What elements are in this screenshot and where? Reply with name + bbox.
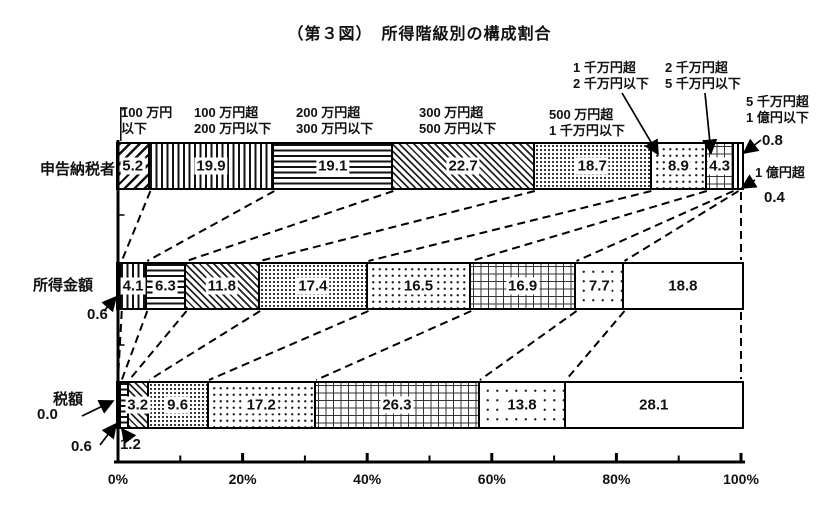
- segment-value-label: 19.9: [194, 157, 228, 175]
- bar-segment: 16.5: [368, 264, 471, 308]
- class-label-2m-3m: 200 万円超 300 万円以下: [296, 105, 373, 137]
- segment-value-label: 4.1: [120, 277, 146, 295]
- class-label-line1: 300 万円超: [419, 105, 484, 120]
- value-label-tax-0.6: 0.6: [71, 438, 92, 455]
- class-label-line2: 以下: [121, 121, 148, 136]
- segment-value-label: 26.3: [380, 396, 414, 414]
- row-label-tax-amount: 税額: [52, 391, 83, 408]
- x-tick-label: 80%: [602, 471, 631, 487]
- class-label-10m-20m: 1 千万円超 2 千万円以下: [573, 60, 649, 92]
- bar-segment: 28.1: [566, 383, 742, 427]
- class-label-line2: 5 千万円以下: [665, 76, 741, 91]
- class-label-line1: 100 万円超: [194, 105, 259, 120]
- x-tick-label: 40%: [353, 471, 382, 487]
- bar-segment: 8.9: [651, 144, 708, 188]
- class-label-line2: 1 千万円以下: [549, 123, 625, 138]
- class-label-line1: 500 万円超: [549, 107, 614, 122]
- stacked-bar-tax-amount: 3.2 9.6 17.2 26.3 13.8 28.1: [115, 381, 744, 429]
- segment-value-label: 9.6: [165, 396, 191, 414]
- class-label-5m-10m: 500 万円超 1 千万円以下: [549, 107, 625, 139]
- bar-segment: 5.2: [117, 144, 150, 188]
- class-label-3m-5m: 300 万円超 500 万円以下: [419, 105, 496, 137]
- class-label-1m-2m: 100 万円超 200 万円以下: [194, 105, 271, 137]
- segment-value-label: 18.7: [575, 157, 609, 175]
- bar-segment: 4.3: [707, 144, 734, 188]
- value-label-tax-0.0: 0.0: [37, 406, 58, 423]
- class-label-line1: 1 千万円超: [573, 60, 636, 75]
- bar-segment: [738, 144, 742, 188]
- class-label-line1: 100 万円: [121, 105, 173, 120]
- value-label-taxpayers-0.8: 0.8: [762, 132, 783, 149]
- segment-value-label: 19.1: [316, 157, 350, 175]
- class-label-line1: 5 千万円超: [746, 94, 809, 109]
- bar-segment: 18.7: [534, 144, 652, 188]
- segment-value-label: 28.1: [637, 396, 671, 414]
- class-label-line1: 1 億円超: [755, 165, 805, 180]
- bar-segment: 16.9: [470, 264, 577, 308]
- value-label-tax-1.2: 1.2: [120, 436, 141, 453]
- bar-segment: 18.8: [624, 264, 742, 308]
- segment-value-label: 22.7: [446, 157, 480, 175]
- x-tick-label: 60%: [477, 471, 506, 487]
- bar-segment: 26.3: [315, 383, 480, 427]
- segment-value-label: 3.2: [125, 396, 151, 414]
- segment-value-label: 18.8: [666, 277, 700, 295]
- class-label-line2: 300 万円以下: [296, 121, 374, 136]
- class-label-line2: 200 万円以下: [194, 121, 272, 136]
- segment-value-label: 17.4: [296, 277, 330, 295]
- row-label-income-amount: 所得金額: [33, 277, 94, 294]
- bar-segment: 3.2: [125, 383, 151, 427]
- class-label-line1: 2 千万円超: [665, 60, 728, 75]
- stacked-bar-income-amount: 4.1 6.3 11.8 17.4 16.5 16.9 7.7 18.8: [115, 262, 744, 310]
- class-label-under-1m: 100 万円 以下: [121, 105, 172, 137]
- segment-value-label: 13.8: [505, 396, 539, 414]
- segment-value-label: 7.7: [586, 277, 612, 295]
- segment-value-label: 6.3: [152, 277, 178, 295]
- x-tick-label: 100%: [723, 471, 759, 487]
- bar-segment: 19.1: [274, 144, 394, 188]
- bar-segment: 19.9: [149, 144, 275, 188]
- class-label-line2: 2 千万円以下: [573, 76, 649, 91]
- segment-value-label: 8.9: [665, 157, 691, 175]
- segment-value-label: 17.2: [244, 396, 278, 414]
- class-label-over-100m: 1 億円超: [755, 165, 805, 181]
- bar-segment: 6.3: [146, 264, 187, 308]
- row-label-taxpayers: 申告納税者: [39, 161, 115, 178]
- stacked-bar-taxpayers: 5.2 19.9 19.1 22.7 18.7 8.9 4.3: [115, 142, 744, 190]
- x-tick-label: 20%: [228, 471, 257, 487]
- bar-segment: 17.4: [259, 264, 369, 308]
- value-label-income-0.6: 0.6: [87, 306, 108, 323]
- bar-segment: 9.6: [148, 383, 209, 427]
- class-label-line1: 200 万円超: [296, 105, 361, 120]
- class-label-50m-100m: 5 千万円超 1 億円以下: [746, 94, 809, 126]
- bar-segment: 22.7: [393, 144, 535, 188]
- bar-segment: 4.1: [120, 264, 147, 308]
- bar-segment: 17.2: [208, 383, 316, 427]
- x-tick-label: 0%: [107, 471, 129, 487]
- value-label-taxpayers-0.4: 0.4: [764, 189, 785, 206]
- segment-value-label: 4.3: [707, 157, 732, 175]
- class-label-20m-50m: 2 千万円超 5 千万円以下: [665, 60, 741, 92]
- bar-segment: 11.8: [186, 264, 260, 308]
- chart-title: （第３図） 所得階級別の構成割合: [287, 26, 552, 43]
- segment-value-label: 16.9: [506, 277, 540, 295]
- segment-value-label: 5.2: [120, 157, 146, 175]
- bar-segment: 7.7: [576, 264, 625, 308]
- segment-value-label: 11.8: [205, 277, 239, 295]
- class-label-line2: 1 億円以下: [746, 110, 809, 125]
- class-label-line2: 500 万円以下: [419, 121, 497, 136]
- bar-segment: 13.8: [479, 383, 567, 427]
- segment-value-label: 16.5: [401, 277, 436, 295]
- bar-segment: [733, 144, 739, 188]
